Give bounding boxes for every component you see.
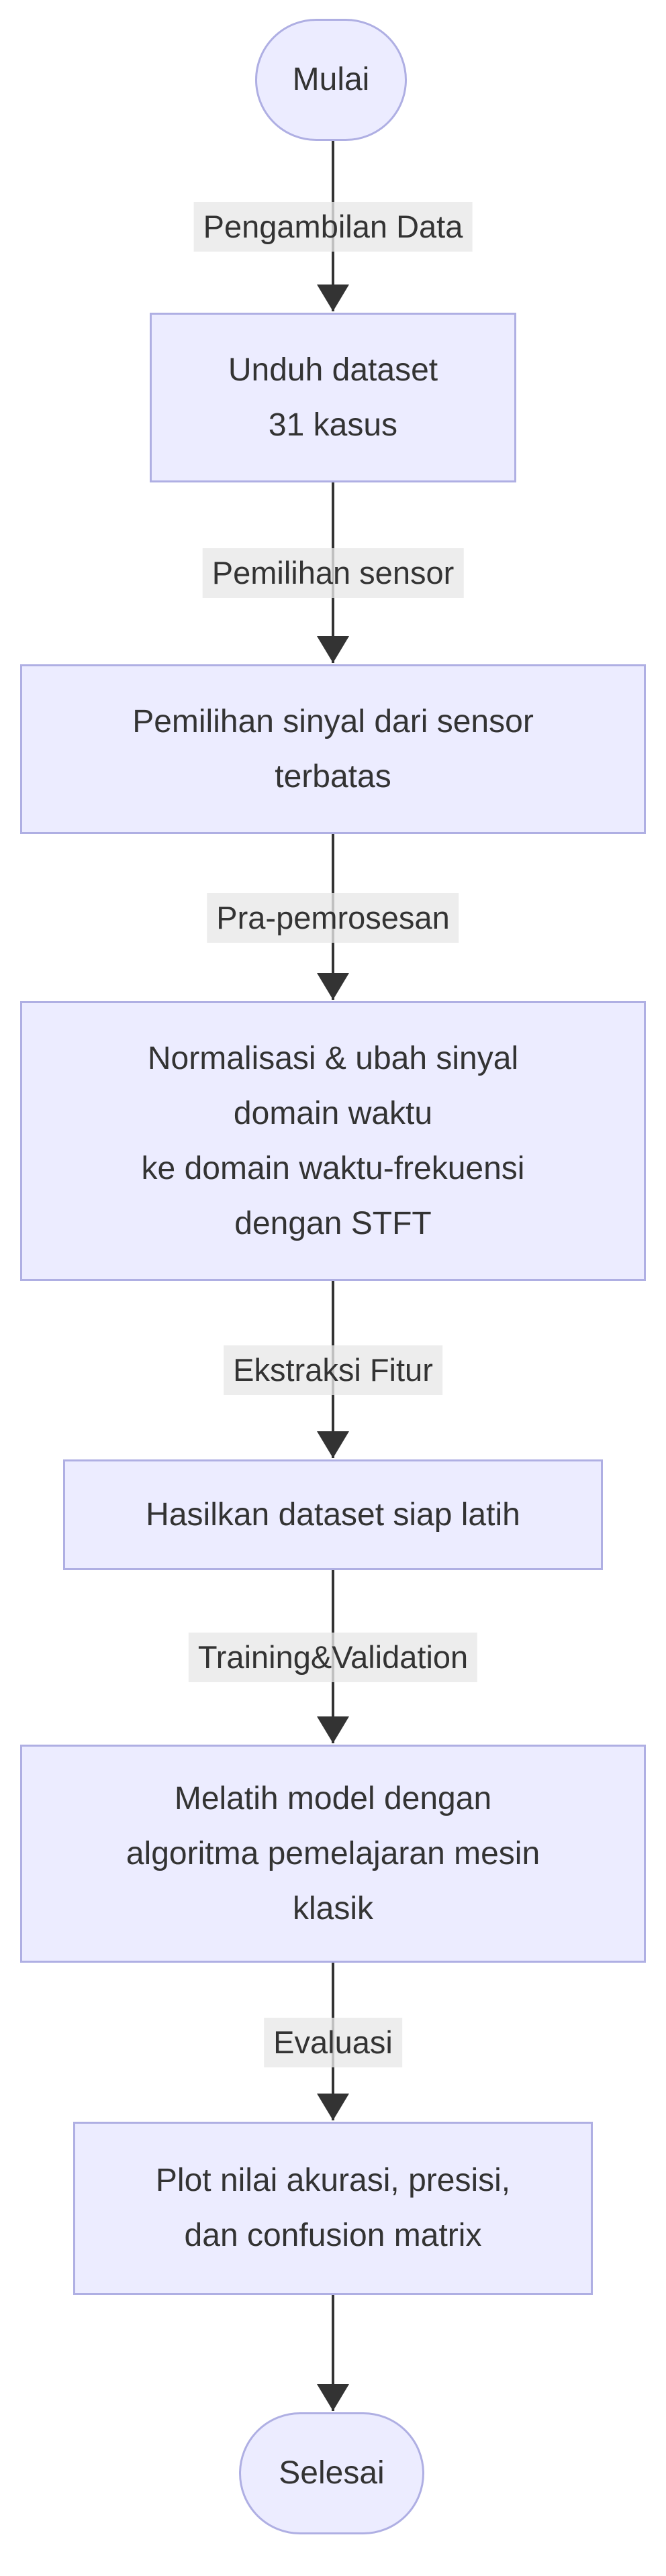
arrowhead-icon xyxy=(317,2384,349,2411)
edge-label-pemilihan-sensor: Pemilihan sensor xyxy=(202,548,464,598)
flow-node-start-mulai: Mulai xyxy=(255,19,407,141)
edge-label-pengambilan-data: Pengambilan Data xyxy=(193,202,473,252)
arrowhead-icon xyxy=(317,2094,349,2120)
flow-node-plot-evaluasi: Plot nilai akurasi, presisi, dan confusi… xyxy=(73,2122,593,2295)
flow-node-unduh-dataset: Unduh dataset 31 kasus xyxy=(150,313,516,482)
edge-label-evaluasi: Evaluasi xyxy=(264,2018,402,2067)
edge-label-ekstraksi-fitur: Ekstraksi Fitur xyxy=(224,1345,442,1395)
arrowhead-icon xyxy=(317,1716,349,1743)
arrowhead-icon xyxy=(317,973,349,1000)
edge-label-training-validation: Training&Validation xyxy=(188,1633,478,1682)
arrowhead-icon xyxy=(317,285,349,311)
flow-node-pemilihan-sinyal: Pemilihan sinyal dari sensor terbatas xyxy=(20,664,646,834)
flow-node-end-selesai: Selesai xyxy=(239,2412,424,2534)
edge-label-pra-pemrosesan: Pra-pemrosesan xyxy=(207,893,459,943)
edge-line-plot-end xyxy=(332,2295,334,2411)
flow-node-normalisasi-stft: Normalisasi & ubah sinyal domain waktu k… xyxy=(20,1001,646,1281)
flow-node-hasilkan-dataset: Hasilkan dataset siap latih xyxy=(63,1459,603,1570)
arrowhead-icon xyxy=(317,636,349,663)
flow-node-melatih-model: Melatih model dengan algoritma pemelajar… xyxy=(20,1745,646,1963)
arrowhead-icon xyxy=(317,1431,349,1458)
